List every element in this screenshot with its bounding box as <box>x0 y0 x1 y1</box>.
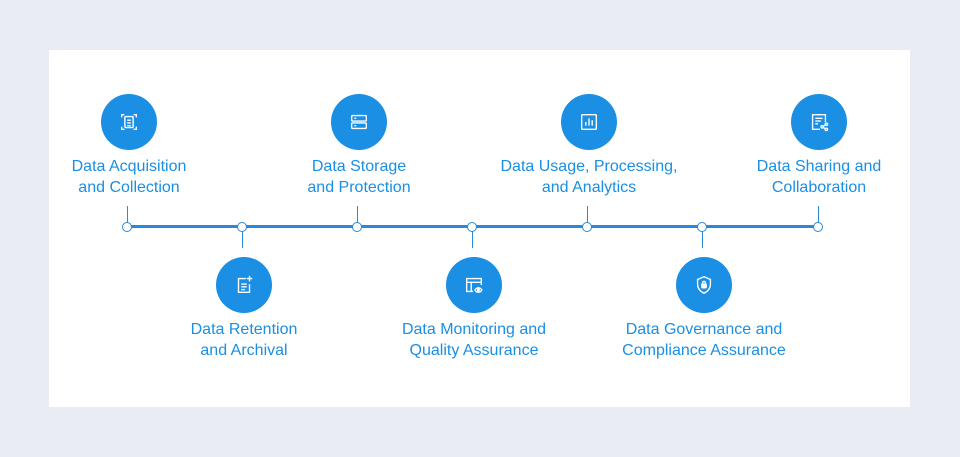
step-5-line1: Data Usage, Processing, <box>500 158 678 175</box>
step-2-line1: Data Retention <box>190 321 298 338</box>
monitor-eye-icon <box>465 277 483 294</box>
step-7-label: Data Sharing and Collaboration <box>719 156 919 198</box>
step-4-line2: Quality Assurance <box>409 342 539 359</box>
timeline-node <box>813 222 823 232</box>
step-4-line1: Data Monitoring and <box>401 321 547 338</box>
step-1-label: Data Acquisition and Collection <box>29 156 229 198</box>
timeline-node <box>467 222 477 232</box>
step-5-label: Data Usage, Processing, and Analytics <box>489 156 689 198</box>
step-3-circle <box>331 94 387 150</box>
timeline-node <box>237 222 247 232</box>
timeline-tick <box>127 206 128 227</box>
timeline-node <box>122 222 132 232</box>
shield-lock-icon <box>696 276 712 295</box>
step-4-label: Data Monitoring and Quality Assurance <box>374 319 574 361</box>
timeline-node <box>697 222 707 232</box>
timeline-node <box>582 222 592 232</box>
step-6-circle <box>676 257 732 313</box>
timeline-tick <box>357 206 358 227</box>
step-2-circle <box>216 257 272 313</box>
step-5-circle <box>561 94 617 150</box>
step-2-line2: and Archival <box>200 342 288 359</box>
step-1-line2: and Collection <box>78 179 180 196</box>
timeline-node <box>352 222 362 232</box>
step-7-circle <box>791 94 847 150</box>
step-6-line1: Data Governance and <box>625 321 783 338</box>
timeline-tick <box>587 206 588 227</box>
step-4-circle <box>446 257 502 313</box>
document-add-icon <box>237 275 253 294</box>
step-6-line2: Compliance Assurance <box>622 342 786 359</box>
step-3-line1: Data Storage <box>311 158 407 175</box>
timeline-tick <box>702 227 703 248</box>
step-1-line1: Data Acquisition <box>71 158 187 175</box>
step-7-line2: Collaboration <box>771 179 867 196</box>
bar-chart-icon <box>580 113 598 131</box>
diagram-card <box>49 50 910 407</box>
server-icon <box>350 114 368 130</box>
timeline-tick <box>472 227 473 248</box>
step-3-label: Data Storage and Protection <box>259 156 459 198</box>
step-7-line1: Data Sharing and <box>756 158 882 175</box>
timeline-tick <box>242 227 243 248</box>
step-2-label: Data Retention and Archival <box>144 319 344 361</box>
document-scan-icon <box>120 113 138 131</box>
step-3-line2: and Protection <box>307 179 411 196</box>
timeline-tick <box>818 206 819 227</box>
step-5-line2: and Analytics <box>541 179 637 196</box>
share-document-icon <box>811 113 829 132</box>
step-6-label: Data Governance and Compliance Assurance <box>604 319 804 361</box>
step-1-circle <box>101 94 157 150</box>
